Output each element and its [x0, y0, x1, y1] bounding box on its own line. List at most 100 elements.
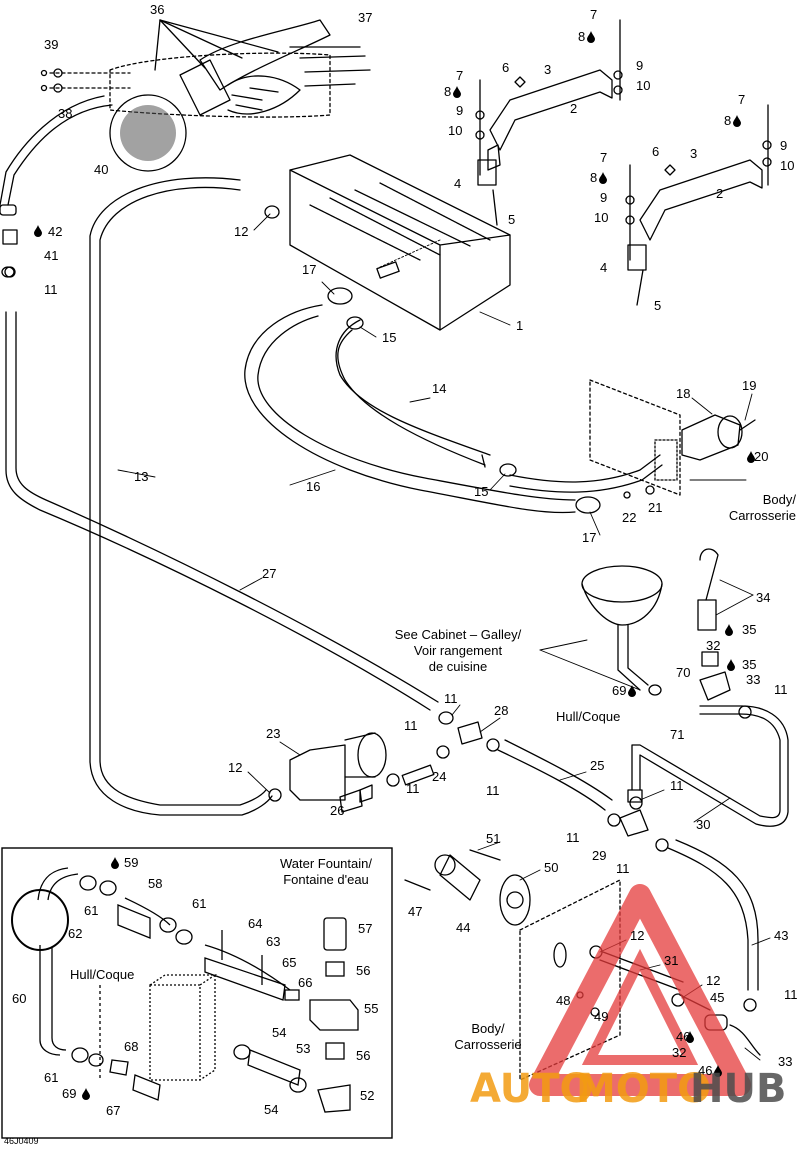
part-number-label: 3 [690, 146, 697, 161]
lubricant-drop-icon [111, 857, 119, 869]
part-number-label: 17 [582, 530, 596, 545]
part-number-label: 28 [494, 703, 508, 718]
part-number-label: 61 [192, 896, 206, 911]
watermark-hub: HUB [690, 1066, 786, 1112]
part-number-label: 35 [742, 622, 756, 637]
part-number-label: 22 [622, 510, 636, 525]
part-number-label: 9 [456, 103, 463, 118]
part-number-label: 31 [664, 953, 678, 968]
part-number-label: 11 [784, 987, 798, 1002]
lubricant-drop-icon [34, 225, 42, 237]
part-number-label: 29 [592, 848, 606, 863]
part-number-label: 51 [486, 831, 500, 846]
part-number-label: 59 [124, 855, 138, 870]
lubricant-drop-icon [714, 1065, 722, 1077]
part-number-label: 65 [282, 955, 296, 970]
water-tank [289, 154, 511, 331]
fountain-title-1: Water Fountain/ [280, 856, 372, 871]
part-number-label: 23 [266, 726, 280, 741]
lubricant-drop-icon [686, 1031, 694, 1043]
part-number-label: 11 [444, 691, 458, 706]
part-number-label: 15 [474, 484, 488, 499]
watermark-auto: AUTO [470, 1066, 594, 1112]
part-number-label: 30 [696, 817, 710, 832]
part-number-label: 11 [670, 778, 684, 793]
part-number-label: 12 [630, 928, 644, 943]
part-number-label: 11 [616, 861, 630, 876]
part-number-label: 32 [706, 638, 720, 653]
watermark-moto: MOTO [576, 1066, 711, 1112]
part-number-label: 48 [556, 993, 570, 1008]
see-cabinet-note-1: See Cabinet – Galley/ [395, 627, 522, 642]
part-number-label: 25 [590, 758, 604, 773]
part-number-label: 62 [68, 926, 82, 941]
part-number-label: 21 [648, 500, 662, 515]
part-number-label: 7 [600, 150, 607, 165]
part-number-label: 9 [600, 190, 607, 205]
part-number-label: 2 [716, 186, 723, 201]
body-note-upper-2: Carrosserie [729, 508, 796, 523]
part-number-label: 16 [306, 479, 320, 494]
part-number-label: 12 [228, 760, 242, 775]
part-number-label: 27 [262, 566, 276, 581]
lubricant-drop-icon [725, 624, 733, 636]
part-number-label: 58 [148, 876, 162, 891]
part-number-label: 11 [566, 830, 580, 845]
part-number-label: 66 [298, 975, 312, 990]
part-number-label: 33 [778, 1054, 792, 1069]
part-number-label: 11 [774, 682, 788, 697]
part-number-label: 8 [578, 29, 585, 44]
part-number-label: 32 [672, 1045, 686, 1060]
part-number-label: 61 [84, 903, 98, 918]
part-number-label: 8 [724, 113, 731, 128]
part-number-label: 60 [12, 991, 26, 1006]
part-number-label: 38 [58, 106, 72, 121]
part-number-label: 4 [454, 176, 461, 191]
part-number-label: 6 [502, 60, 509, 75]
lubricant-drop-icon [733, 115, 741, 127]
part-number-label: 33 [746, 672, 760, 687]
part-number-label: 11 [406, 781, 420, 796]
part-number-label: 69 [612, 683, 626, 698]
part-number-label: 49 [594, 1009, 608, 1024]
part-number-label: 4 [600, 260, 607, 275]
part-number-label: 7 [590, 7, 597, 22]
part-number-label: 64 [248, 916, 262, 931]
part-number-label: 35 [742, 657, 756, 672]
part-number-label: 8 [590, 170, 597, 185]
fresh-water-pump [289, 732, 387, 803]
lubricant-drop-icon [453, 86, 461, 98]
part-number-label: 41 [44, 248, 58, 263]
part-number-label: 55 [364, 1001, 378, 1016]
part-number-label: 54 [264, 1102, 278, 1117]
part-number-label: 45 [710, 990, 724, 1005]
part-number-label: 37 [358, 10, 372, 25]
part-number-label: 2 [570, 101, 577, 116]
part-number-label: 69 [62, 1086, 76, 1101]
part-number-label: 18 [676, 386, 690, 401]
bracket-lower [625, 104, 772, 306]
part-number-label: 7 [738, 92, 745, 107]
part-number-label: 8 [444, 84, 451, 99]
part-number-label: 43 [774, 928, 788, 943]
part-number-label: 10 [780, 158, 794, 173]
part-number-label: 12 [706, 973, 720, 988]
part-number-label: 7 [456, 68, 463, 83]
watermark-text: AUTO MOTO HUB [470, 1066, 786, 1112]
watermark-logo [529, 884, 751, 1096]
part-number-label: 40 [94, 162, 108, 177]
pump-assembly [40, 19, 371, 172]
bracket-upper [475, 19, 623, 226]
part-number-label: 56 [356, 963, 370, 978]
part-number-label: 10 [448, 123, 462, 138]
part-number-label: 1 [516, 318, 523, 333]
part-number-label: 10 [594, 210, 608, 225]
part-number-label: 56 [356, 1048, 370, 1063]
part-number-label: 11 [44, 282, 58, 297]
part-number-label: 57 [358, 921, 372, 936]
body-note-lower-2: Carrosserie [454, 1037, 521, 1052]
part-number-label: 71 [670, 727, 684, 742]
part-number-label: 19 [742, 378, 756, 393]
lubricant-drop-icon [587, 31, 595, 43]
